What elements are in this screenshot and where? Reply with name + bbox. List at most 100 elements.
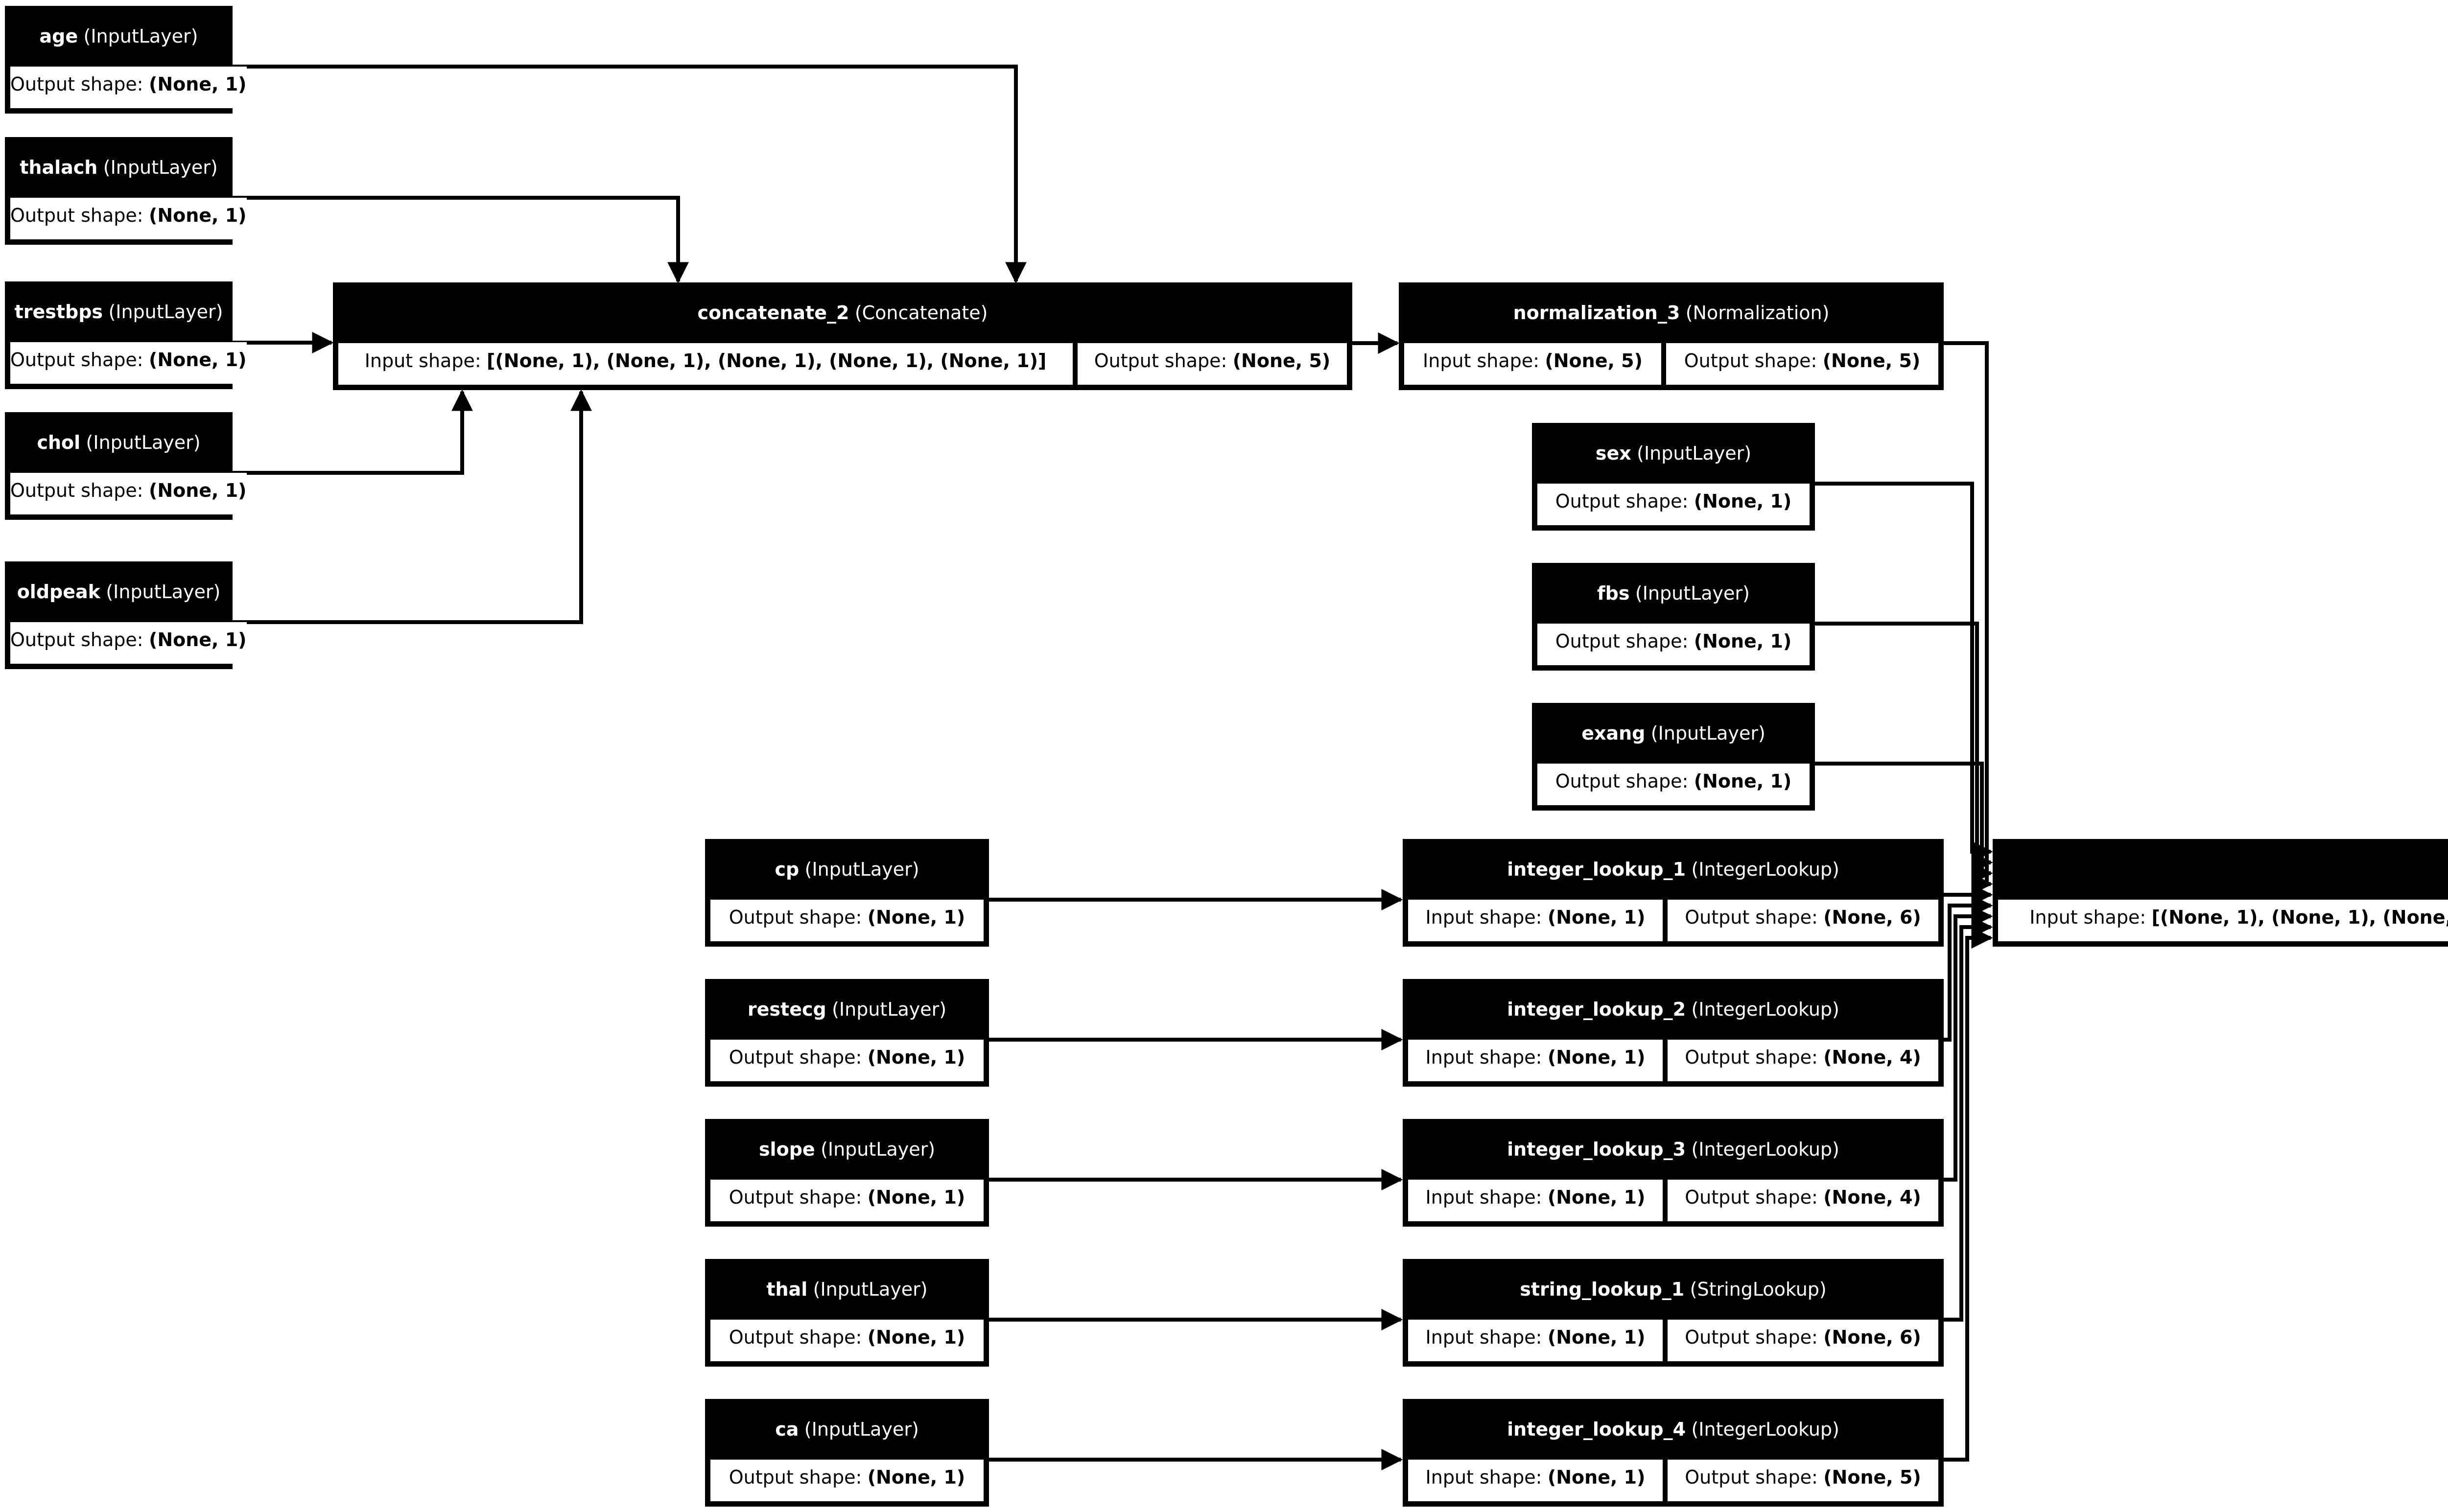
shape-label: Output shape: xyxy=(1685,1466,1818,1488)
shape-value: (None, 1) xyxy=(1547,906,1646,928)
layer-name: integer_lookup_2 xyxy=(1507,999,1686,1020)
input-shape-cell: Input shape: (None, 5) xyxy=(1404,343,1661,385)
output-shape-cell: Output shape:(None, 1) xyxy=(710,900,984,941)
node-integer_lookup_2: integer_lookup_2(IntegerLookup) Input sh… xyxy=(1403,979,1944,1087)
output-shape-cell: Output shape:(None, 5) xyxy=(1666,343,1938,385)
edge-integer_lookup_4-concatenate_3 xyxy=(1944,927,1993,1462)
input-shape-cell: Input shape:[(None, 1), (None, 1), (None… xyxy=(1998,900,2448,941)
shape-label: Input shape: xyxy=(2029,906,2146,928)
shape-label: Output shape: xyxy=(1684,349,1817,372)
edge-age-concatenate_2 xyxy=(233,65,1027,284)
layer-name: normalization_3 xyxy=(1513,302,1680,324)
output-shape-cell: Output shape:(None, 1) xyxy=(710,1460,984,1501)
node-oldpeak: oldpeak(InputLayer) Output shape:(None, … xyxy=(5,561,247,669)
layer-name: integer_lookup_1 xyxy=(1507,859,1686,880)
layer-name: thalach xyxy=(20,157,98,178)
shape-value: (None, 1) xyxy=(1694,630,1792,652)
input-shape-cell: Input shape:(None, 1) xyxy=(1408,1460,1663,1501)
node-title: ca(InputLayer) xyxy=(705,1399,989,1460)
shape-value: (None, 1) xyxy=(1547,1186,1646,1208)
layer-name: string_lookup_1 xyxy=(1520,1279,1685,1300)
layer-name: exang xyxy=(1581,722,1646,744)
shape-label: Output shape: xyxy=(1555,770,1689,792)
node-restecg: restecg(InputLayer) Output shape:(None, … xyxy=(705,979,989,1087)
shape-label: Input shape: xyxy=(1423,349,1539,372)
node-title: chol(InputLayer) xyxy=(5,412,233,473)
shape-value: (None, 1) xyxy=(1694,770,1792,792)
shape-value: (None, 1) xyxy=(867,1046,965,1068)
input-shape-cell: Input shape:(None, 1) xyxy=(1408,900,1663,941)
layer-type: (InputLayer) xyxy=(813,1279,928,1300)
node-exang: exang(InputLayer) Output shape:(None, 1) xyxy=(1532,703,1815,811)
shape-label: Output shape: xyxy=(10,628,143,651)
node-integer_lookup_1: integer_lookup_1(IntegerLookup) Input sh… xyxy=(1403,839,1944,947)
node-title: cp(InputLayer) xyxy=(705,839,989,900)
shape-value: (None, 1) xyxy=(148,349,247,371)
layer-name: oldpeak xyxy=(17,581,100,603)
output-shape-cell: Output shape:(None, 1) xyxy=(1537,764,1810,805)
shape-value: (None, 4) xyxy=(1823,1046,1921,1068)
node-cp: cp(InputLayer) Output shape:(None, 1) xyxy=(705,839,989,947)
layer-type: (InputLayer) xyxy=(106,581,221,603)
node-string_lookup_1: string_lookup_1(StringLookup) Input shap… xyxy=(1403,1259,1944,1367)
layer-type: (InputLayer) xyxy=(108,301,223,323)
node-slope: slope(InputLayer) Output shape:(None, 1) xyxy=(705,1119,989,1227)
layer-type: (Normalization) xyxy=(1685,302,1830,324)
layer-type: (IntegerLookup) xyxy=(1691,999,1839,1020)
layer-name: restecg xyxy=(747,999,826,1020)
shape-value: (None, 5) xyxy=(1232,349,1331,372)
shape-value: [(None, 1), (None, 1), (None, 1), (None,… xyxy=(2151,906,2448,928)
shape-label: Output shape: xyxy=(1555,630,1689,652)
output-shape-cell: Output shape:(None, 5) xyxy=(1078,343,1347,385)
output-shape-cell: Output shape:(None, 1) xyxy=(710,1040,984,1081)
output-shape-cell: Output shape:(None, 4) xyxy=(1668,1180,1938,1221)
shape-label: Output shape: xyxy=(1685,1186,1818,1208)
layer-type: (InputLayer) xyxy=(83,25,198,47)
layer-type: (InputLayer) xyxy=(804,859,919,880)
shape-value: (None, 1) xyxy=(1547,1466,1646,1488)
shape-value: (None, 1) xyxy=(867,906,965,928)
node-title: concatenate_2(Concatenate) xyxy=(333,282,1352,343)
shape-value: (None, 5) xyxy=(1545,349,1643,372)
edge-chol-concatenate_2 xyxy=(233,389,473,475)
shape-label: Input shape: xyxy=(1425,1046,1542,1068)
output-shape-cell: Output shape:(None, 5) xyxy=(1668,1460,1938,1501)
node-title: concatenate_3(Concatenate) xyxy=(1993,839,2448,900)
input-shape-cell: Input shape:(None, 1) xyxy=(1408,1320,1663,1361)
layer-type: (IntegerLookup) xyxy=(1691,1419,1839,1440)
node-title: normalization_3(Normalization) xyxy=(1399,282,1944,343)
layer-name: trestbps xyxy=(14,301,103,323)
node-integer_lookup_3: integer_lookup_3(IntegerLookup) Input sh… xyxy=(1403,1119,1944,1227)
layer-name: ca xyxy=(775,1419,799,1440)
layer-type: (InputLayer) xyxy=(86,432,201,453)
shape-label: Output shape: xyxy=(729,906,862,928)
layer-type: (InputLayer) xyxy=(804,1419,919,1440)
layer-name: fbs xyxy=(1597,582,1630,604)
shape-label: Output shape: xyxy=(1685,906,1818,928)
node-title: fbs(InputLayer) xyxy=(1532,563,1815,624)
node-sex: sex(InputLayer) Output shape:(None, 1) xyxy=(1532,423,1815,531)
shape-label: Output shape: xyxy=(1685,1046,1818,1068)
shape-label: Output shape: xyxy=(10,204,143,226)
layer-name: integer_lookup_3 xyxy=(1507,1139,1686,1160)
node-thal: thal(InputLayer) Output shape:(None, 1) xyxy=(705,1259,989,1367)
shape-value: (None, 1) xyxy=(148,479,247,501)
shape-label: Output shape: xyxy=(1555,490,1689,512)
shape-value: (None, 1) xyxy=(1547,1326,1646,1348)
layer-name: concatenate_2 xyxy=(697,302,849,324)
node-title: sex(InputLayer) xyxy=(1532,423,1815,484)
node-title: integer_lookup_4(IntegerLookup) xyxy=(1403,1399,1944,1460)
layer-type: (StringLookup) xyxy=(1690,1279,1827,1300)
node-title: string_lookup_1(StringLookup) xyxy=(1403,1259,1944,1320)
output-shape-cell: Output shape:(None, 6) xyxy=(1668,1320,1938,1361)
shape-value: (None, 5) xyxy=(1823,1466,1921,1488)
shape-label: Output shape: xyxy=(10,479,143,501)
shape-value: (None, 6) xyxy=(1823,906,1921,928)
shape-label: Output shape: xyxy=(729,1046,862,1068)
node-concatenate_2: concatenate_2(Concatenate) Input shape:[… xyxy=(333,282,1352,390)
shape-value: (None, 1) xyxy=(148,73,247,95)
node-ca: ca(InputLayer) Output shape:(None, 1) xyxy=(705,1399,989,1507)
layer-name: sex xyxy=(1595,442,1631,464)
